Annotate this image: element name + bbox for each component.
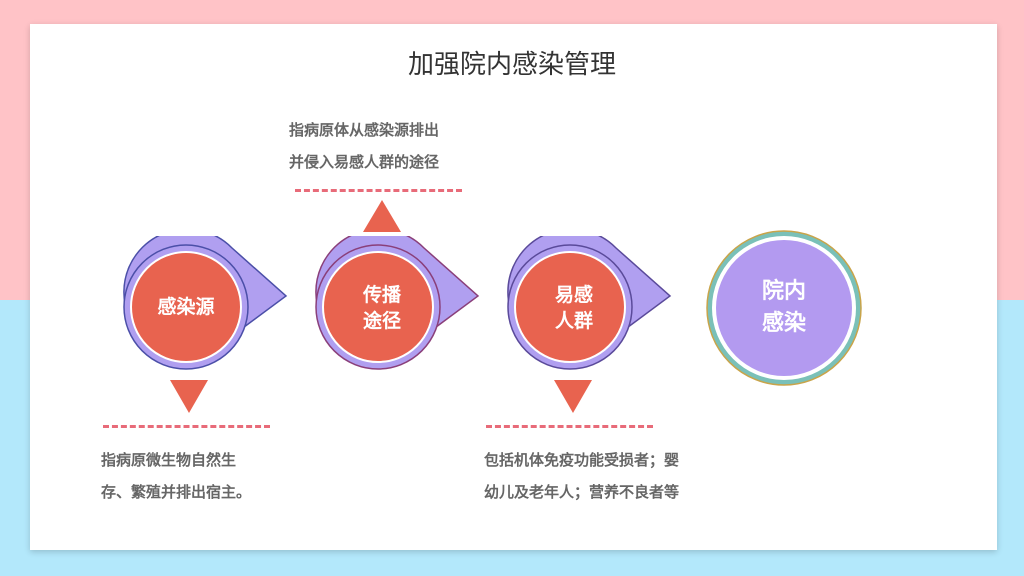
description-susceptible-population: 包括机体免疫功能受损者；婴 幼儿及老年人；营养不良者等 (484, 451, 680, 501)
node-infection-source-shape (123, 236, 288, 370)
node-hospital-infection: 院内 感染 (704, 228, 864, 388)
pointer-down-triangle-susceptible (554, 380, 592, 413)
node-transmission-route: 传播 途径 (308, 236, 483, 376)
description-infection-source: 指病原微生物自然生 存、繁殖并排出宿主。 (101, 451, 252, 501)
description-transmission-route: 指病原体从感染源排出 并侵入易感人群的途径 (289, 121, 440, 171)
node-susceptible-population-label: 易感 人群 (554, 284, 593, 332)
node-transmission-route-label: 传播 途径 (362, 284, 401, 332)
pointer-down-triangle-source (170, 380, 208, 413)
divider-dashed-line-susceptible (486, 425, 653, 428)
page-title: 加强院内感染管理 (407, 50, 616, 80)
divider-dashed-line-source (103, 425, 270, 428)
node-transmission-route-shape (315, 236, 480, 370)
node-infection-source: 感染源 (116, 236, 291, 376)
node-hospital-infection-label: 院内 感染 (761, 279, 806, 336)
divider-dashed-line-top (295, 189, 462, 192)
node-infection-source-label: 感染源 (157, 296, 215, 318)
node-susceptible-population-shape (507, 236, 672, 370)
node-hospital-infection-shape (706, 230, 862, 386)
node-susceptible-population: 易感 人群 (500, 236, 675, 376)
pointer-up-triangle (363, 200, 401, 232)
